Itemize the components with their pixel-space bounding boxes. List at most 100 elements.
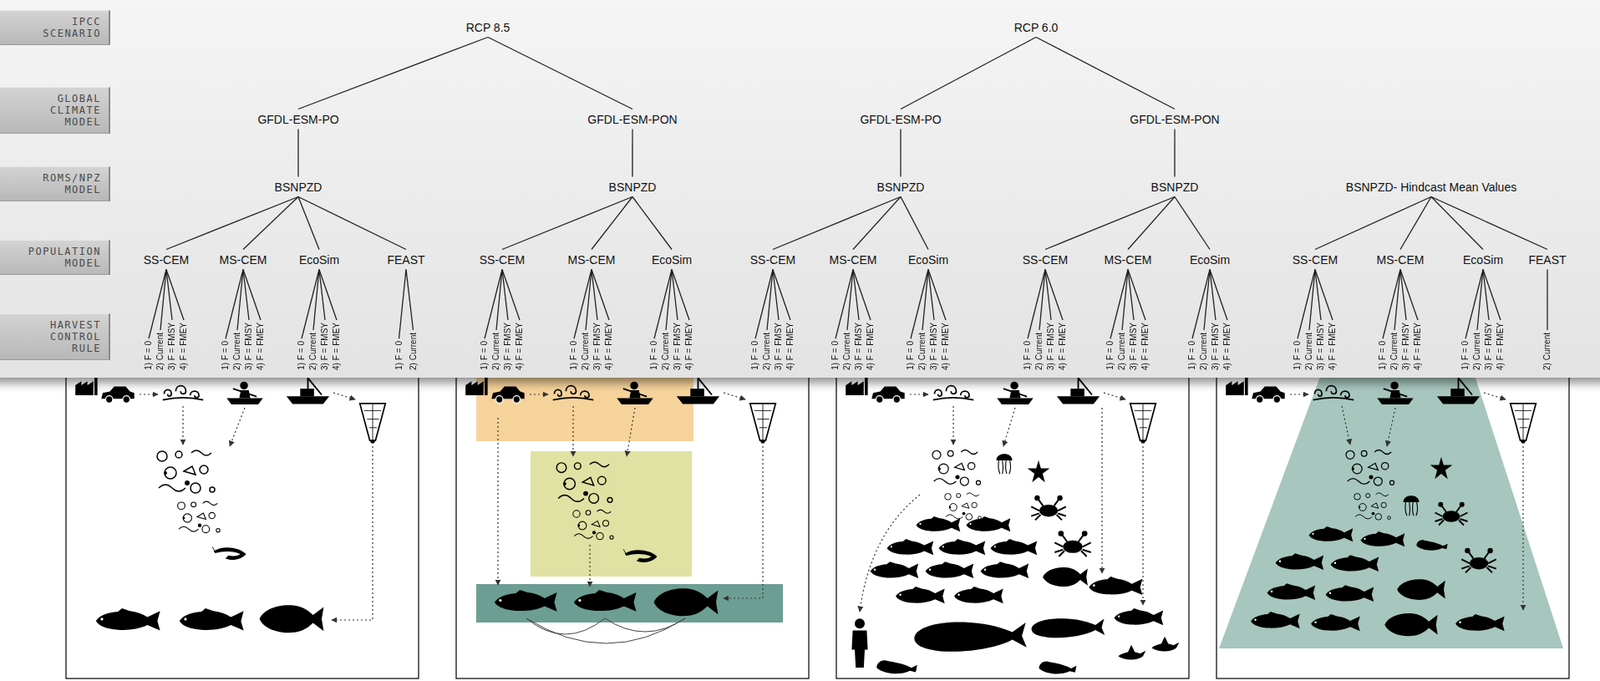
- tree-branch: [1431, 197, 1548, 250]
- node-text: 2) Current: [491, 332, 501, 371]
- jellyfish-icon: [995, 453, 1012, 474]
- row-label: GLOBAL CLIMATE MODEL: [0, 86, 111, 134]
- node-text: SS-CEM: [143, 253, 189, 267]
- fish-icon: [1267, 583, 1316, 600]
- tree-branch: [1400, 269, 1418, 321]
- car-icon: [871, 386, 905, 404]
- node-text: 2) Current: [308, 332, 318, 371]
- harvest-rule: 3) F = FMSY: [853, 321, 864, 371]
- tree-branch: [1039, 269, 1046, 331]
- tree-branch: [298, 37, 488, 110]
- node-text: 4) F = FMEY: [865, 322, 875, 371]
- population-model: SS-CEM: [1019, 251, 1072, 270]
- node-text: 1) F = 0: [750, 340, 760, 371]
- fish-icon: [895, 586, 945, 604]
- panel-frame: [1216, 359, 1570, 679]
- node-text: 2) Current: [155, 332, 165, 371]
- tree-branch: [237, 269, 244, 331]
- flow-arrow: [909, 393, 929, 395]
- tree-branch: [301, 269, 320, 340]
- node-text: 4) F = FMEY: [940, 322, 950, 371]
- crab-icon: [1054, 530, 1091, 557]
- node-text: 2) Current: [580, 332, 590, 371]
- tree-branch: [1127, 269, 1146, 321]
- tree-branch: [1036, 37, 1175, 110]
- fish-icon: [573, 589, 637, 612]
- tree-branch: [1209, 269, 1228, 321]
- model-node: GFDL-ESM-PON: [584, 111, 681, 129]
- harvest-rule: 3) F = FMSY: [592, 321, 603, 371]
- node-text: 4) F = FMEY: [684, 322, 694, 371]
- flatfish-icon: [654, 588, 719, 616]
- row-label: POPULATION MODEL: [0, 239, 111, 275]
- fish-icon: [1088, 576, 1143, 595]
- harvest-rule: 4) F = FMEY: [865, 321, 876, 371]
- node-text: BSNPZD: [274, 180, 323, 194]
- node-text: 4) F = FMEY: [331, 322, 341, 371]
- population-model: SS-CEM: [746, 251, 799, 270]
- panel-frame: [66, 359, 419, 679]
- node-text: 2) Current: [232, 332, 242, 371]
- harvest-rule: 4) F = FMEY: [514, 321, 525, 371]
- node-text: 1) F = 0: [220, 340, 230, 371]
- flow-arrow: [952, 406, 954, 445]
- tree-branch: [665, 269, 672, 331]
- population-model: MS-CEM: [826, 251, 881, 270]
- tree-branch: [1173, 129, 1175, 178]
- jellyfish-icon: [1402, 495, 1419, 516]
- node-text: SS-CEM: [1292, 253, 1338, 267]
- flatfish-icon: [1042, 567, 1088, 587]
- plankton-icon: [573, 509, 614, 540]
- node-text: 3) F = FMSY: [773, 322, 783, 371]
- node-text: SS-CEM: [1022, 253, 1068, 267]
- harvest-rule: 4) F = FMEY: [1140, 321, 1151, 371]
- harvest-rule: 2) Current: [1389, 331, 1400, 371]
- fish-icon: [494, 589, 558, 612]
- tree-branch: [631, 129, 633, 178]
- harvest-rule: 4) F = FMEY: [1327, 321, 1338, 371]
- seastar-icon: [1027, 460, 1051, 483]
- node-text: 2) Current: [917, 332, 927, 371]
- flatfish-icon: [1396, 579, 1446, 600]
- harvest-rule: 1) F = 0: [1377, 340, 1388, 371]
- car-icon: [1251, 386, 1285, 404]
- node-text: 4) F = FMEY: [255, 322, 265, 371]
- factory-icon: [845, 375, 868, 396]
- tree-branch: [900, 197, 929, 250]
- node-text: 3) F = FMSY: [1046, 322, 1056, 371]
- shrimp-icon: [212, 546, 246, 560]
- node-text: SS-CEM: [750, 253, 796, 267]
- seal-icon: [1416, 539, 1448, 550]
- flow-arrow: [139, 393, 158, 395]
- node-text: BSNPZD- Hindcast Mean Values: [1346, 180, 1517, 194]
- tree-branch: [297, 129, 299, 178]
- fish-icon: [1310, 614, 1361, 631]
- fish-icon: [870, 561, 920, 579]
- harvest-rule: 3) F = FMSY: [1046, 321, 1057, 371]
- harvest-rule: 3) F = FMSY: [929, 321, 940, 371]
- fish-icon: [1455, 614, 1505, 631]
- interaction-arc: [526, 618, 686, 644]
- node-text: BSNPZD: [1151, 180, 1199, 194]
- bird-icon: [1151, 636, 1179, 652]
- lower-trophic-region: [530, 451, 692, 577]
- species-band: [476, 584, 783, 623]
- model-node: RCP 8.5: [462, 19, 514, 37]
- node-text: 1) F = 0: [1187, 340, 1197, 371]
- climate-icon: [162, 386, 204, 401]
- flow-arrow: [723, 392, 746, 400]
- node-text: FEAST: [386, 253, 425, 267]
- boat-icon: [676, 376, 720, 405]
- node-text: MS-CEM: [1376, 253, 1425, 267]
- node-text: 2) Current: [1304, 332, 1314, 371]
- rowboat-icon: [226, 381, 263, 405]
- harvest-rule: 1) F = 0: [830, 340, 841, 371]
- fish-icon: [1250, 611, 1301, 629]
- fish-icon: [1275, 553, 1325, 570]
- node-text: 4) F = FMEY: [604, 322, 614, 371]
- tree-branch: [1174, 197, 1210, 250]
- tree-branch: [1192, 269, 1210, 340]
- harvest-rule: 3) F = FMSY: [1483, 321, 1494, 371]
- population-model: MS-CEM: [564, 251, 620, 270]
- fish-icon: [1361, 531, 1406, 547]
